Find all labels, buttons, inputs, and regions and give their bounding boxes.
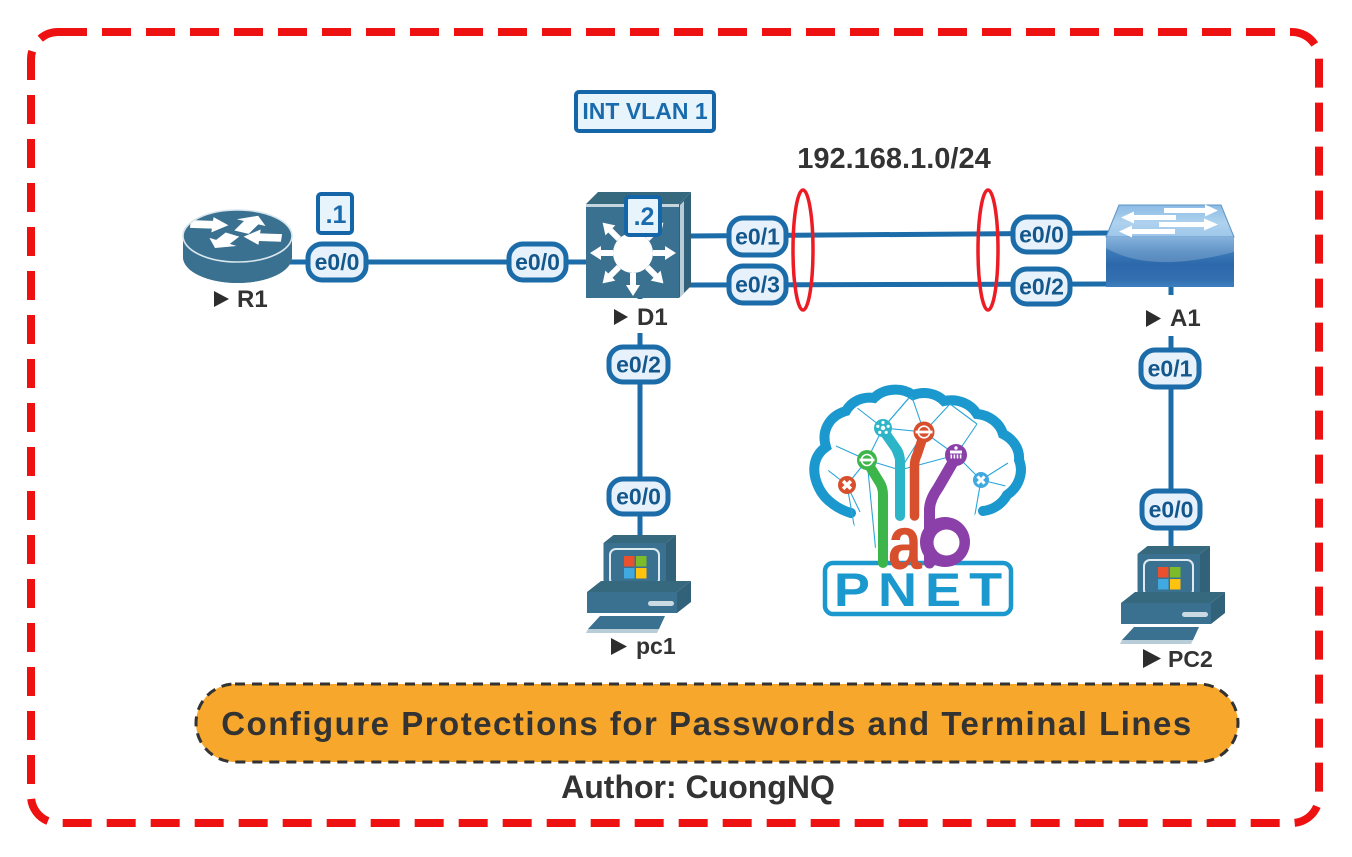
svg-text:.2: .2 <box>634 203 655 231</box>
svg-text:PNET: PNET <box>834 563 1010 616</box>
svg-text:e0/3: e0/3 <box>735 272 780 298</box>
svg-text:.1: .1 <box>326 201 347 229</box>
svg-text:R1: R1 <box>237 286 268 313</box>
svg-text:PC2: PC2 <box>1168 646 1213 672</box>
svg-text:e0/0: e0/0 <box>1019 222 1064 248</box>
svg-text:192.168.1.0/24: 192.168.1.0/24 <box>797 143 991 175</box>
svg-text:Author: CuongNQ: Author: CuongNQ <box>561 769 835 805</box>
svg-text:a: a <box>888 501 922 586</box>
svg-text:e0/0: e0/0 <box>1149 497 1194 523</box>
svg-text:INT VLAN 1: INT VLAN 1 <box>582 98 707 124</box>
svg-text:Configure Protections for Pass: Configure Protections for Passwords and … <box>221 705 1193 742</box>
svg-text:e0/2: e0/2 <box>1019 274 1064 300</box>
svg-text:pc1: pc1 <box>636 633 676 659</box>
svg-text:e0/0: e0/0 <box>315 249 360 275</box>
svg-text:e0/0: e0/0 <box>515 249 560 275</box>
svg-text:e0/1: e0/1 <box>1148 356 1193 382</box>
svg-text:A1: A1 <box>1170 305 1201 332</box>
svg-text:e0/1: e0/1 <box>735 224 780 250</box>
svg-text:e0/0: e0/0 <box>616 484 661 510</box>
svg-text:D1: D1 <box>637 304 668 331</box>
svg-text:e0/2: e0/2 <box>616 352 661 378</box>
